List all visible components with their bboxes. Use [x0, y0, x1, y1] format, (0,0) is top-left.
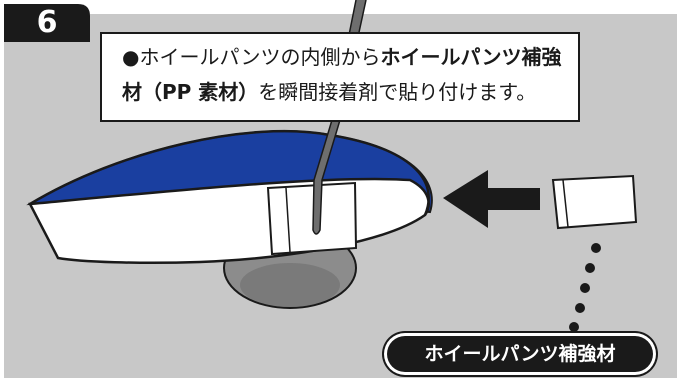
- reinforcement-in-place: [266, 181, 358, 256]
- caption-line-2: 材（PP 素材）を瞬間接着剤で貼り付けます。: [122, 75, 568, 110]
- reinforcement-in-place-edge: [285, 187, 291, 253]
- caption-line2-plain: を瞬間接着剤で貼り付けます。: [258, 80, 537, 104]
- caption-line1-plain: ホイールパンツの内側から: [139, 45, 381, 69]
- dotted-leader-icon: [569, 243, 601, 332]
- step-number: 6: [36, 5, 58, 40]
- wheel-shade: [240, 263, 340, 307]
- caption-line1-bold: ホイールパンツ補強: [380, 45, 562, 69]
- bullet-icon: ●: [122, 45, 140, 69]
- reinforcement-piece: [551, 174, 638, 230]
- caption-line2-bold: 材（PP 素材）: [122, 80, 259, 104]
- instruction-caption: ●ホイールパンツの内側からホイールパンツ補強 材（PP 素材）を瞬間接着剤で貼り…: [100, 32, 580, 122]
- reinforcement-piece-edge: [562, 179, 569, 228]
- part-name-label: ホイールパンツ補強材: [387, 336, 653, 372]
- caption-line-1: ●ホイールパンツの内側からホイールパンツ補強: [122, 40, 568, 75]
- left-arrow-icon: [443, 170, 540, 228]
- wheel-pant-edge: [29, 129, 430, 216]
- step-badge-shape: [4, 4, 90, 42]
